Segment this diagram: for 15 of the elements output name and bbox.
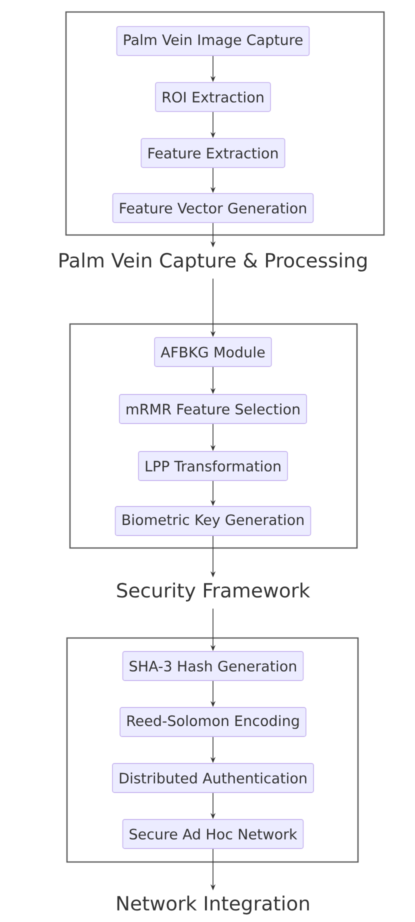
process-box: Feature Vector Generation	[112, 193, 314, 223]
group-heading: Network Integration	[117, 896, 309, 914]
process-box: SHA-3 Hash Generation	[122, 651, 304, 681]
group-heading: Palm Vein Capture & Processing	[60, 252, 366, 272]
process-box: AFBKG Module	[154, 337, 272, 367]
process-box: Distributed Authentication	[112, 763, 314, 793]
process-box: mRMR Feature Selection	[118, 394, 308, 424]
process-box: Biometric Key Generation	[114, 506, 312, 536]
process-box: Feature Extraction	[140, 138, 286, 168]
group-heading: Security Framework	[117, 582, 310, 602]
process-box: Secure Ad Hoc Network	[122, 819, 304, 849]
process-box: LPP Transformation	[138, 451, 288, 481]
process-box: Palm Vein Image Capture	[116, 26, 310, 56]
process-box: ROI Extraction	[155, 82, 271, 112]
process-box: Reed-Solomon Encoding	[120, 707, 306, 737]
